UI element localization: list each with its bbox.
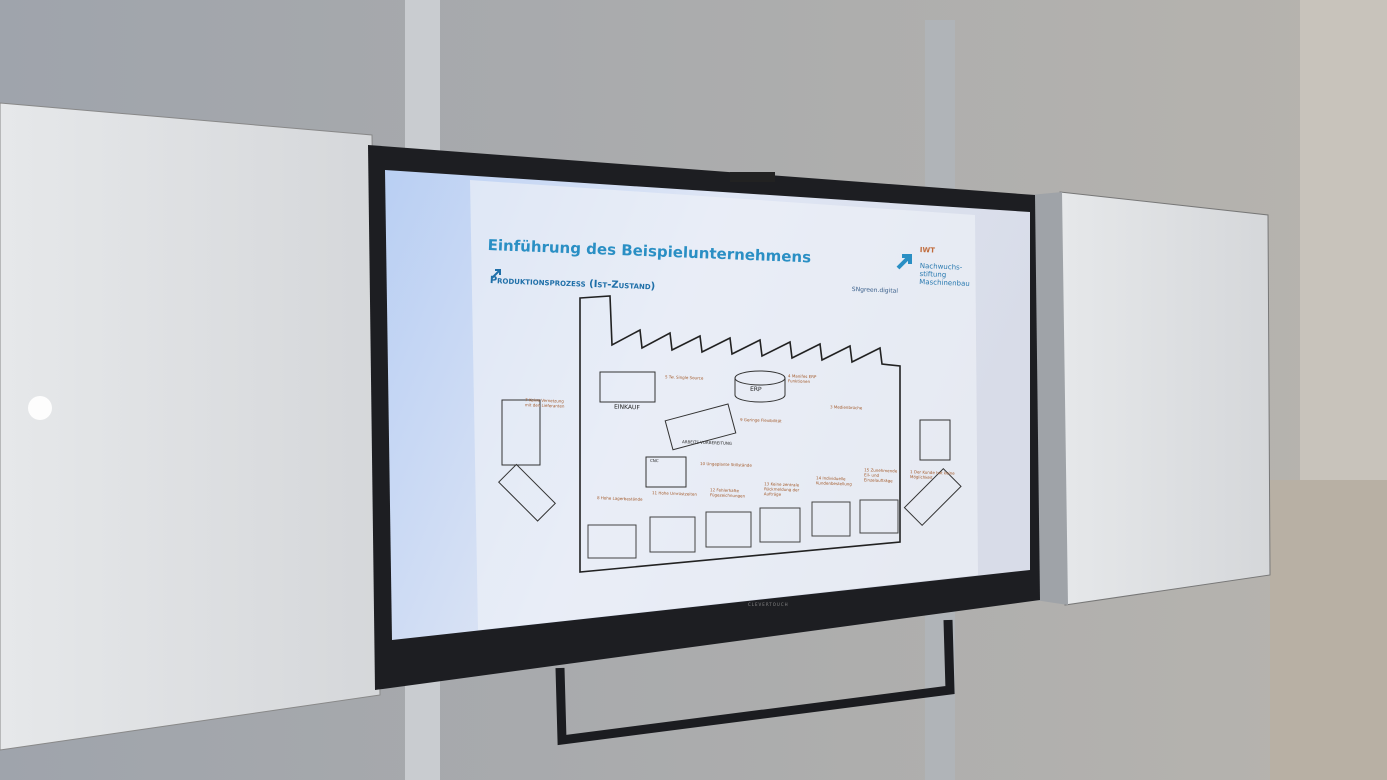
note: 7 Keine Vernetzung mit den Lieferanten xyxy=(524,397,565,409)
nachwuchsstiftung-logo: Nachwuchs-stiftung Maschinenbau xyxy=(919,262,970,288)
factory-outline xyxy=(579,295,901,573)
camera xyxy=(730,172,775,182)
customer-sketch xyxy=(919,419,951,461)
light-reflection xyxy=(28,396,52,420)
label-cnc: CNC xyxy=(649,457,659,464)
truck-left xyxy=(498,463,556,522)
whiteboard-right xyxy=(1059,191,1271,606)
label-erp: ERP xyxy=(749,385,762,394)
iwt-logo: IWT xyxy=(919,246,936,255)
monitor-brand: CLEVERTOUCH xyxy=(748,602,789,607)
einkauf-sketch xyxy=(599,371,656,403)
arrow-icon xyxy=(491,269,501,279)
truck-right xyxy=(903,468,962,526)
note: 13 Keine zentrale Rückmeldung der Aufträ… xyxy=(763,481,800,497)
nachwuchsstiftung-logo-arrow-icon xyxy=(896,254,912,270)
supplier-building xyxy=(501,399,541,466)
note: 14 Individuelle Kundenbestellung xyxy=(815,475,852,487)
desk-sketch xyxy=(664,403,737,451)
note: 15 Zunehmende Eil- und Einzelaufträge xyxy=(863,467,898,484)
cnc-sketch xyxy=(645,456,687,488)
note: 12 Fehlerhafte Fügezeichnungen xyxy=(709,487,746,499)
department-boxes xyxy=(587,499,899,559)
whiteboard-left xyxy=(0,102,381,751)
note: 1 Der Kunde hat keine Möglichkeit xyxy=(909,469,955,480)
label-einkauf: EINKAUF xyxy=(613,403,640,412)
monitor-stand xyxy=(555,619,955,746)
note: 4 Manifes ERP Funktionen xyxy=(787,373,817,385)
